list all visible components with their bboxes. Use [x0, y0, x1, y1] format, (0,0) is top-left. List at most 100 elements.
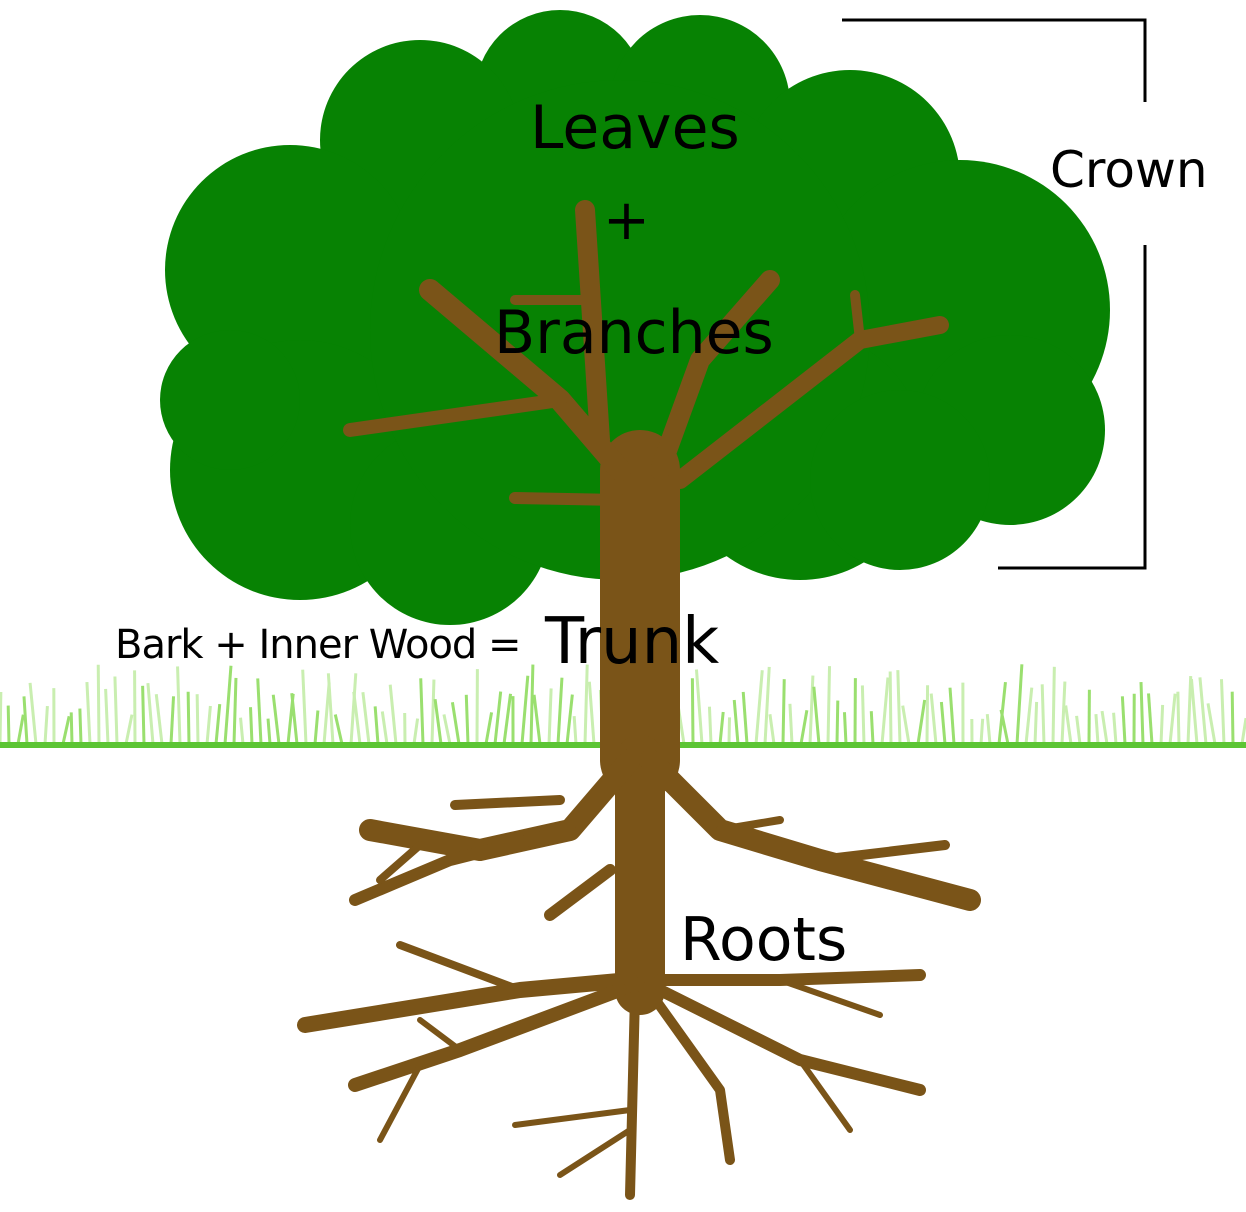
grass-blade: [835, 700, 840, 745]
grass-blade: [808, 675, 815, 745]
grass-blade: [176, 666, 182, 745]
grass-blade: [925, 685, 930, 745]
crown-bracket: [842, 18, 1147, 570]
grass-blade: [1189, 678, 1199, 745]
grass-blade: [754, 670, 764, 745]
grass-blade: [419, 678, 425, 745]
grass-blade: [1033, 701, 1039, 745]
grass-blade: [186, 691, 191, 745]
grass-blade: [1040, 684, 1046, 745]
grass-blade: [78, 708, 83, 745]
label-roots: Roots: [680, 905, 848, 975]
trunk-and-branches: [297, 200, 981, 1200]
grass-blade: [860, 685, 866, 745]
grass-blade: [812, 686, 821, 745]
grass-blade: [16, 714, 25, 745]
grass-blade: [556, 677, 564, 745]
grass-blade: [301, 669, 308, 745]
grass-blade: [232, 677, 238, 745]
grass-blade: [326, 673, 335, 745]
grass-blade: [205, 705, 212, 745]
grass-blade: [271, 694, 281, 745]
grass-blade: [1024, 687, 1034, 745]
grass-blade: [985, 714, 992, 745]
grass-blade: [869, 711, 875, 745]
grass-blade: [1198, 677, 1208, 745]
grass-blade: [373, 706, 380, 745]
grass-blade: [741, 691, 749, 745]
grass-blade: [249, 707, 254, 745]
grass-blade: [380, 711, 389, 745]
grass-blade: [96, 664, 101, 745]
grass-blade: [433, 699, 443, 745]
label-branches: Branches: [494, 298, 774, 368]
grass-blade: [690, 678, 695, 745]
grass-blade: [1112, 712, 1118, 745]
grass-blade: [28, 682, 38, 745]
grass-blade: [1159, 704, 1165, 745]
grass-blade: [1147, 693, 1154, 745]
grass-blade: [1139, 681, 1145, 745]
grass-blade: [572, 716, 578, 745]
grass-blade: [916, 699, 927, 745]
grass-blade: [85, 681, 92, 745]
grass-blade: [768, 714, 776, 745]
grass-blade: [1219, 679, 1226, 745]
grass-blade: [154, 694, 164, 745]
grass-blade: [113, 676, 119, 745]
grass-blade: [1230, 691, 1235, 745]
grass-blade: [450, 702, 461, 745]
grass-blade: [349, 673, 358, 745]
grass-blade: [888, 671, 893, 745]
grass-blade: [587, 681, 596, 745]
label-plus: +: [603, 188, 650, 253]
grass-blade: [1060, 681, 1067, 745]
grass-blade: [799, 709, 809, 745]
grass-blade: [430, 679, 436, 745]
grass-blade: [1075, 715, 1082, 745]
grass-blade: [707, 706, 713, 745]
grass-blade: [732, 699, 740, 745]
label-bark-inner-wood: Bark + Inner Wood =: [115, 622, 522, 668]
grass-blade: [290, 693, 299, 745]
grass-blade: [69, 712, 74, 745]
grass-blade: [141, 685, 146, 745]
grass-blade: [718, 711, 725, 745]
grass-blade: [763, 666, 771, 745]
grass-blade: [565, 694, 574, 745]
grass-blade: [6, 705, 11, 745]
grass-blade: [256, 678, 263, 745]
grass-blade: [442, 714, 452, 745]
grass-blade: [239, 717, 245, 745]
grass-blade: [1064, 705, 1073, 745]
grass-blade: [464, 694, 470, 745]
grass-blade: [61, 715, 71, 745]
grass-blade: [502, 693, 513, 745]
grass-blade: [939, 701, 947, 745]
grass-blade: [388, 684, 398, 745]
grass-blade: [1120, 696, 1127, 745]
grass-blade: [22, 696, 29, 745]
grass-blade: [901, 705, 911, 745]
label-leaves: Leaves: [530, 93, 740, 163]
grass-blade: [520, 675, 530, 745]
grass-blade: [1186, 676, 1193, 745]
label-trunk: Trunk: [545, 605, 720, 679]
grass-blade: [1051, 666, 1056, 745]
grass-blade: [1015, 664, 1024, 745]
grass-blade: [352, 691, 362, 745]
grass-blade: [195, 694, 200, 745]
grass-blade: [929, 693, 938, 745]
grass-blade: [169, 696, 176, 745]
grass-blade: [223, 665, 233, 745]
grass-blade: [532, 694, 542, 745]
grass-blade: [788, 703, 794, 745]
grass-blade: [781, 679, 786, 745]
grass-blade: [0, 692, 3, 745]
grass-blade: [583, 664, 589, 745]
grass: [0, 664, 1246, 745]
grass-blade: [547, 688, 553, 745]
grass-blade: [1206, 703, 1217, 745]
grass-blade: [1240, 717, 1246, 745]
